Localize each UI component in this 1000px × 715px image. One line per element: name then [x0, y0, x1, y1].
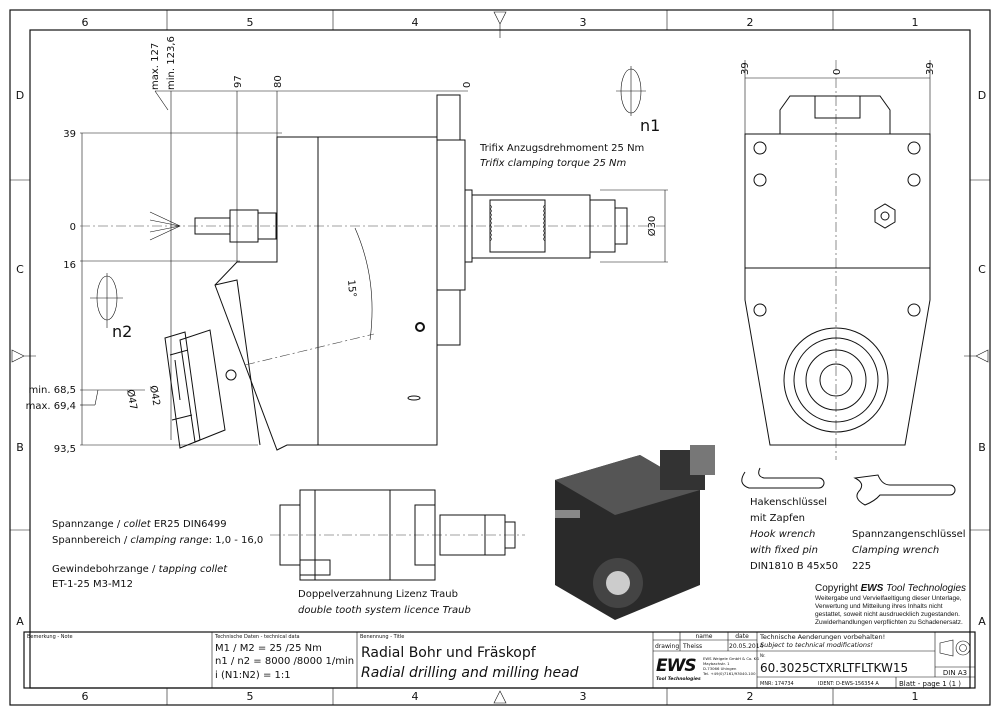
drawing-label: drawing	[655, 643, 679, 650]
dim-diameter-42: Ø42	[147, 384, 162, 406]
tech-data-ratio: i (N1:N2) = 1:1	[215, 670, 291, 681]
column-label: 5	[247, 690, 254, 703]
double-tooth-de: Doppelverzahnung Lizenz Traub	[298, 589, 458, 600]
column-label: 3	[580, 690, 587, 703]
ews-logo: EWS	[656, 656, 696, 676]
company-line: EWS Weigele GmbH & Co. KG	[703, 656, 759, 661]
row-label: A	[16, 615, 24, 628]
row-label: D	[16, 89, 24, 102]
dim-0-left: 0	[70, 222, 76, 233]
dim-97: 97	[233, 75, 244, 88]
dim-16: 16	[63, 260, 76, 271]
outer-frame	[9, 9, 991, 706]
hook-wrench-de1: Hakenschlüssel	[750, 497, 827, 508]
hook-wrench-en2: with fixed pin	[750, 545, 818, 556]
note-label: Bemerkung - Note	[27, 634, 73, 640]
front-view: 39 0 39	[740, 60, 936, 460]
rotation-label-n2: n2	[112, 322, 132, 341]
paper-format: DIN A3	[943, 669, 967, 677]
tapping-collet-line: Gewindebohrzange / tapping collet	[52, 564, 228, 575]
title-label: Benennung - Title	[360, 634, 404, 640]
dim-max-69-4: max. 69,4	[26, 401, 76, 412]
ident: IDENT: D-EWS-156354 A	[818, 681, 879, 687]
collet-line: Spannzange / collet ER25 DIN6499	[52, 519, 227, 530]
dim-diameter-47: Ø47	[124, 388, 139, 410]
row-label: B	[978, 441, 986, 454]
dim-93-5: 93,5	[54, 444, 76, 455]
sheet-page: Blatt - page 1 (1 )	[899, 680, 961, 688]
trifix-torque-en: Trifix clamping torque 25 Nm	[480, 158, 626, 169]
column-label: 5	[247, 16, 254, 29]
tech-data-label: Technische Daten - technical data	[214, 634, 300, 640]
hook-wrench-en1: Hook wrench	[750, 529, 815, 540]
company-line: Tel. +49(0)7161/93040-100	[702, 671, 756, 676]
hook-wrench-de2: mit Zapfen	[750, 513, 805, 524]
column-label: 2	[747, 16, 754, 29]
product-render	[555, 445, 715, 620]
column-label: 4	[412, 690, 419, 703]
mnr: MNR: 174734	[760, 681, 794, 687]
copyright-line: gestattet, soweit nicht ausdruecklich zu…	[815, 611, 960, 618]
row-label: C	[16, 263, 24, 276]
row-label: B	[16, 441, 24, 454]
copyright-line: Weitergabe und Vervielfaeltigung dieser …	[815, 595, 962, 602]
clamping-wrench-de: Spannzangenschlüssel	[852, 529, 966, 540]
name-header: name	[695, 633, 712, 640]
clamping-range-line: Spannbereich / clamping range: 1,0 - 16,…	[52, 535, 263, 546]
drawing-date: 20.05.2014	[729, 643, 764, 650]
company-line: D-73066 Uhingen	[703, 666, 737, 671]
column-label: 4	[412, 16, 419, 29]
double-tooth-en: double tooth system licence Traub	[298, 605, 471, 616]
copyright-line: Zuwiderhandlungen verpflichten zu Schade…	[815, 619, 963, 626]
front-dim-39-left: 39	[740, 62, 751, 75]
column-label: 6	[82, 16, 89, 29]
copyright-title: Copyright EWS Tool Technologies	[815, 583, 966, 594]
hook-wrench-spec: DIN1810 B 45x50	[750, 561, 838, 572]
nr-label: Nr.	[760, 653, 766, 658]
title-block: Bemerkung - Note Technische Daten - tech…	[23, 631, 976, 689]
title-en: Radial drilling and milling head	[361, 665, 579, 681]
date-header: date	[735, 633, 749, 640]
changes-de: Technische Aenderungen vorbehalten!	[759, 633, 885, 641]
dim-min-68-5: min. 68,5	[29, 385, 76, 396]
top-view	[270, 489, 525, 581]
front-dim-39-right: 39	[925, 62, 936, 75]
drawing-name: Theiss	[682, 643, 702, 650]
tech-data-torque: M1 / M2 = 25 /25 Nm	[215, 643, 322, 654]
dim-39: 39	[63, 129, 76, 140]
side-view: max. 127 min. 123,6 97 80 0 39 0 16 min.…	[26, 36, 668, 455]
column-label: 1	[912, 690, 919, 703]
column-label: 1	[912, 16, 919, 29]
dim-angle: 15°	[345, 279, 358, 298]
row-label: C	[978, 263, 986, 276]
frame-ticks	[10, 10, 990, 705]
copyright-notice: Copyright EWS Tool Technologies Weiterga…	[815, 583, 966, 626]
clamping-wrench-icon	[853, 474, 956, 506]
tapping-collet-spec: ET-1-25 M3-M12	[52, 579, 133, 590]
changes-en: Subject to technical modifications!	[760, 641, 873, 649]
dim-min-123-6: min. 123,6	[166, 36, 177, 90]
column-label: 2	[747, 690, 754, 703]
row-label: D	[978, 89, 986, 102]
column-label: 6	[82, 690, 89, 703]
company-line: Maybachstr. 1	[703, 661, 730, 666]
row-label: A	[978, 615, 986, 628]
tech-data-speed: n1 / n2 = 8000 /8000 1/min	[215, 656, 354, 667]
rotation-label-n1: n1	[640, 116, 660, 135]
copyright-line: Verwertung und Mitteilung ihres Inhalts …	[815, 603, 943, 610]
part-number: 60.3025CTXRLTFLTKW15	[760, 661, 908, 675]
dim-80: 80	[273, 75, 284, 88]
logo-subtitle: Tool Technologies	[656, 676, 701, 682]
dim-max-127: max. 127	[150, 43, 161, 90]
dim-diameter-30: Ø30	[646, 216, 658, 237]
clamping-wrench-spec: 225	[852, 561, 871, 572]
trifix-torque-de: Trifix Anzugsdrehmoment 25 Nm	[479, 143, 644, 154]
front-dim-0: 0	[832, 69, 843, 75]
clamping-wrench-en: Clamping wrench	[852, 545, 939, 556]
hook-wrench-icon	[741, 467, 825, 489]
dim-0-top: 0	[462, 82, 473, 88]
column-label: 3	[580, 16, 587, 29]
title-de: Radial Bohr und Fräskopf	[361, 645, 537, 661]
